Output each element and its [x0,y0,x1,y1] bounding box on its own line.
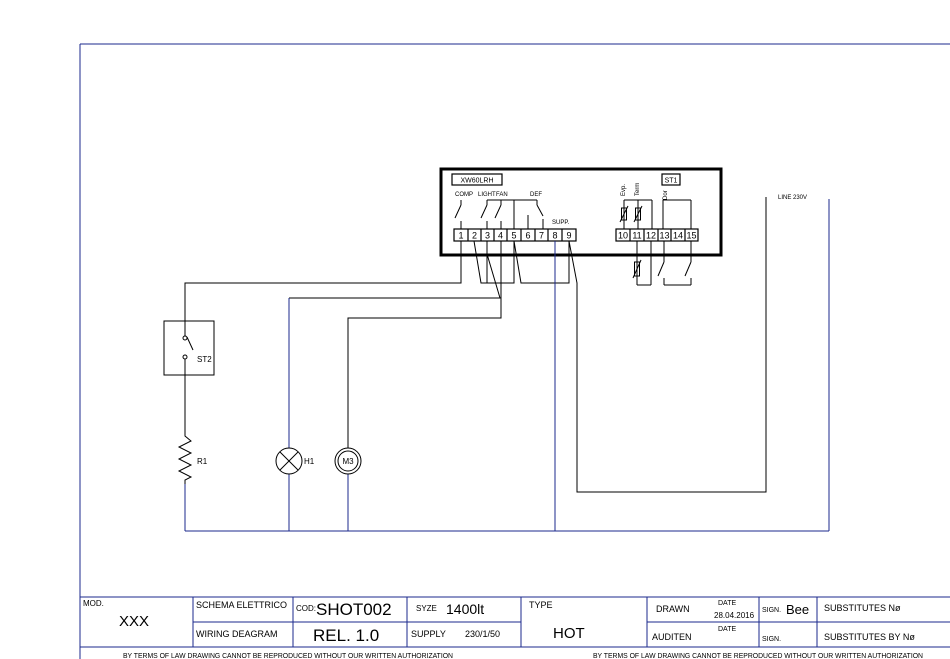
terminal-14: 14 [673,231,683,241]
external-probes [632,241,692,286]
type-value: HOT [553,625,585,642]
terminal-13: 13 [659,231,669,241]
footer-copyright-left: BY TERMS OF LAW DRAWING CANNOT BE REPROD… [123,651,453,659]
syze-label: SYZE [416,604,437,613]
heater-label: R1 [197,457,208,466]
drawn-label: DRAWN [656,604,690,614]
terminal-2: 2 [472,231,477,241]
terminal-9: 9 [566,231,571,241]
terminal-6: 6 [525,231,530,241]
probe-label-term: Term [635,183,641,196]
syze-value: 1400lt [446,601,484,617]
probe-label-st1: ST1 [665,178,678,185]
controller-model-label: XW60LRH [460,178,493,185]
thermostat-st2: ST2 [163,320,215,376]
terminal-1: 1 [458,231,463,241]
supply-value: 230/1/50 [465,629,500,639]
terminal-strip-probes [615,228,699,242]
auditen-label: AUDITEN [652,632,692,642]
terminal-5: 5 [511,231,516,241]
terminal-3: 3 [485,231,490,241]
probe-label-evap: Evp. [621,184,627,196]
type-label: TYPE [529,600,553,610]
date-label-auditen: DATE [718,626,736,633]
release-value: REL. 1.0 [313,626,379,645]
supply-label: SUPPLY [411,629,446,639]
cod-label: COD: [296,604,316,613]
relay-label-def: DEF [530,192,542,198]
sign-label-auditen: SIGN. [762,636,781,643]
terminal-10: 10 [618,231,628,241]
terminal-11: 11 [632,231,641,241]
relay-label-comp: COMP [455,192,473,198]
motor-label: M3 [342,457,354,466]
mod-label: MOD. [83,599,104,608]
wiring-label: WIRING DEAGRAM [196,629,278,639]
lamp-label: H1 [304,457,315,466]
motor-m3: M3 [334,447,362,475]
relay-contacts [454,199,692,229]
relay-label-supp: SUPP. [552,220,570,226]
substitutes-by-label: SUBSTITUTES BY Nø [824,632,915,642]
mod-value: XXX [119,613,149,630]
terminal-15: 15 [686,231,696,241]
schema-label: SCHEMA ELETTRICO [196,600,287,610]
line-230v-label: LINE 230V [778,195,807,201]
drawing-frame [79,43,950,659]
relay-label-fan: FAN [496,192,508,198]
terminal-12: 12 [646,231,656,241]
substitutes-label: SUBSTITUTES Nø [824,603,901,613]
sign-value: Bee [786,602,809,617]
sign-label-drawn: SIGN. [762,607,781,614]
terminal-7: 7 [539,231,544,241]
title-block: MOD. XXX SCHEMA ELETTRICO WIRING DEAGRAM… [80,596,950,648]
probe-label-door: Dor [663,190,669,200]
terminal-strip-relays [453,228,577,242]
controller-unit: XW60LRH ST1 COMP LIGHT FAN DEF SUPP. Evp… [439,167,723,257]
lamp-h1: H1 [275,447,315,475]
date-value: 28.04.2016 [714,611,755,620]
black-wiring [184,197,767,493]
footer-copyright-right: BY TERMS OF LAW DRAWING CANNOT BE REPROD… [593,651,923,659]
blue-wiring [184,199,830,532]
heater-r1: R1 [177,432,208,484]
date-label-drawn: DATE [718,600,736,607]
thermostat-label: ST2 [197,355,212,364]
terminal-4: 4 [498,231,503,241]
cod-value: SHOT002 [316,600,392,619]
terminal-8: 8 [552,231,557,241]
relay-label-light: LIGHT [478,192,496,198]
